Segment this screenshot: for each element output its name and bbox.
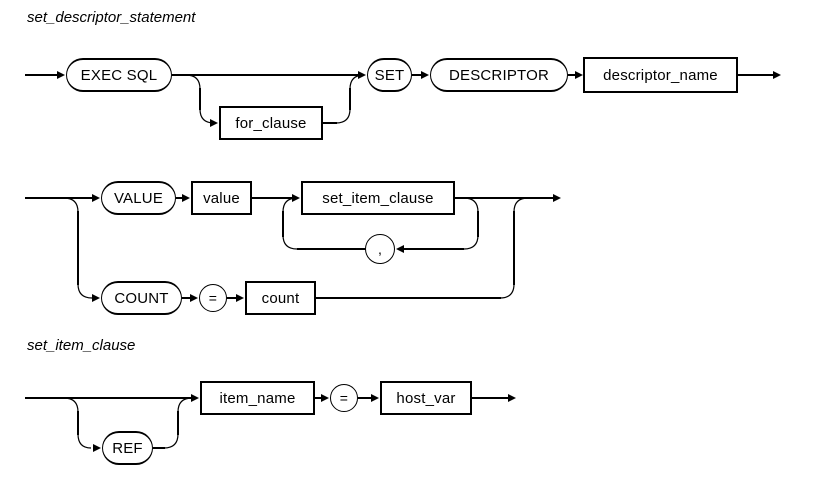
terminal-count-keyword: COUNT [101,281,182,315]
terminal-exec-sql: EXEC SQL [66,58,172,92]
nonterminal-host-var: host_var [380,381,472,415]
nonterminal-value: value [191,181,252,215]
nonterminal-descriptor-name: descriptor_name [583,57,738,93]
terminal-ref: REF [102,431,153,465]
terminal-equals: = [199,284,227,312]
terminal-descriptor: DESCRIPTOR [430,58,568,92]
terminal-comma: , [365,234,395,264]
straight-connectors [25,74,774,449]
nonterminal-for-clause: for_clause [219,106,323,140]
nonterminal-count: count [245,281,316,315]
terminal-set: SET [367,58,412,92]
terminal-value-keyword: VALUE [101,181,176,215]
curved-connectors [63,74,529,449]
arrowheads [57,71,781,452]
section-title-set-descriptor-statement: set_descriptor_statement [27,9,196,26]
nonterminal-set-item-clause: set_item_clause [301,181,455,215]
section-title-set-item-clause: set_item_clause [27,337,136,354]
terminal-equals-2: = [330,384,358,412]
nonterminal-item-name: item_name [200,381,315,415]
